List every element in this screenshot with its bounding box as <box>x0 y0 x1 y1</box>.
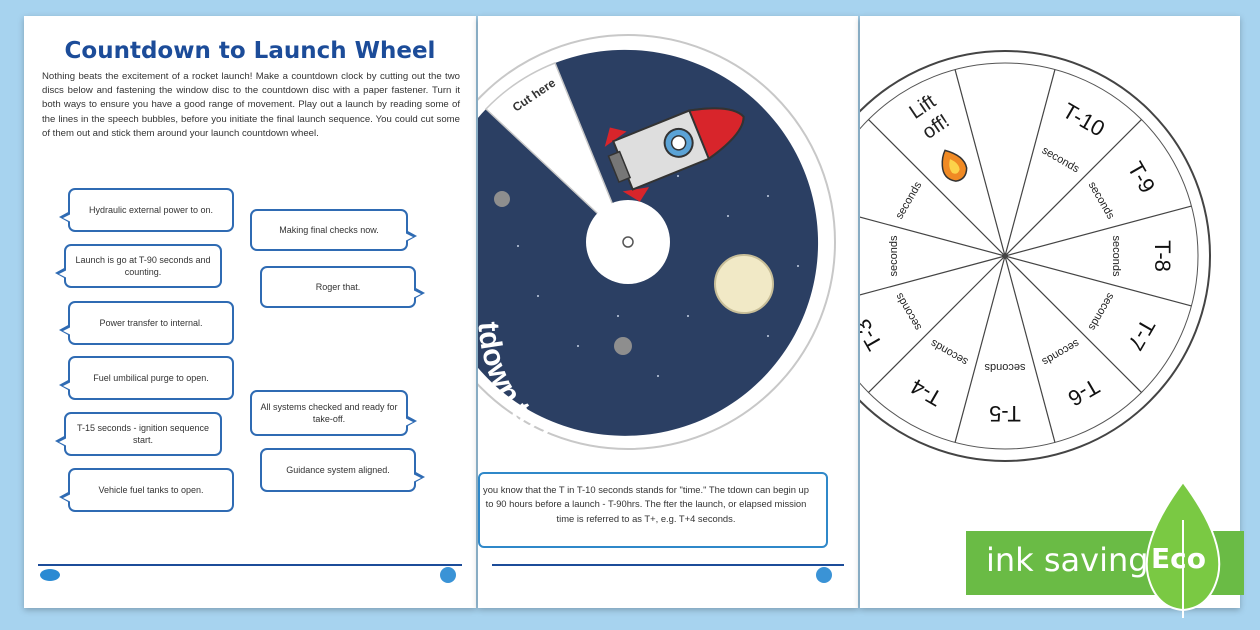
segment-divider <box>1004 255 1142 393</box>
countdown-segment: T-5 seconds <box>984 361 1025 426</box>
twinkl-logo-icon <box>40 569 60 581</box>
intro-text: Nothing beats the excitement of a rocket… <box>42 71 460 139</box>
countdown-segment: T-8 seconds <box>1110 236 1175 277</box>
speech-bubble: Power transfer to internal. <box>59 301 234 345</box>
segment-divider <box>1004 69 1056 257</box>
segment-divider <box>1004 119 1142 257</box>
rocket-icon <box>604 107 745 202</box>
countdown-time-label: T-8 <box>1150 240 1175 272</box>
cut-window <box>484 62 629 243</box>
window-disc-page: tdown to Launch Wheel Cut here you know … <box>478 16 858 608</box>
speech-bubble: Hydraulic external power to on. <box>59 188 234 232</box>
segment-divider <box>1004 205 1192 257</box>
seconds-label: seconds <box>1110 236 1122 277</box>
badge-icon <box>440 567 456 583</box>
segment-dividers <box>860 69 1192 443</box>
segment-divider <box>1004 255 1056 443</box>
seconds-label: seconds <box>984 361 1025 373</box>
eco-leaf-icon <box>1145 480 1221 618</box>
centre-point <box>1002 253 1008 259</box>
segment-divider <box>954 69 1006 257</box>
footer-divider <box>492 564 844 566</box>
fact-box: you know that the T in T-10 seconds stan… <box>478 472 828 548</box>
segment-divider <box>868 119 1006 257</box>
eco-label: Eco <box>1151 542 1206 575</box>
segment-divider <box>860 216 1006 257</box>
speech-bubble: Vehicle fuel tanks to open. <box>59 468 234 512</box>
speech-bubble: T-15 seconds - ignition sequence start. <box>55 412 222 456</box>
flame-icon <box>941 149 968 182</box>
speech-bubble: Fuel umbilical purge to open. <box>59 356 234 400</box>
segment-divider <box>868 255 1006 393</box>
badge-icon <box>816 567 832 583</box>
speech-bubble: Making final checks now. <box>250 209 417 251</box>
speech-bubble: All systems checked and ready for take-o… <box>250 390 417 436</box>
moon-icon <box>714 254 774 314</box>
page-title: Countdown to Launch Wheel <box>64 38 436 64</box>
speech-bubble: Launch is go at T-90 seconds and countin… <box>55 244 222 288</box>
asteroid-icon <box>494 191 510 207</box>
fastener-hole <box>622 236 634 248</box>
window-disc-graphic: tdown to Launch Wheel Cut here <box>478 34 836 485</box>
ink-saving-label: ink saving <box>986 541 1149 579</box>
speech-bubble: Roger that. <box>260 266 425 308</box>
countdown-time-label: T-5 <box>989 401 1021 426</box>
segment-divider <box>860 255 1006 296</box>
seconds-label: seconds <box>888 235 900 276</box>
worksheet-page: Countdown to Launch Wheel Nothing beats … <box>24 16 476 608</box>
asteroid-icon <box>614 337 632 355</box>
segment-divider <box>954 255 1006 443</box>
segment-divider <box>1004 255 1192 307</box>
speech-bubble: Guidance system aligned. <box>260 448 425 492</box>
footer-divider <box>38 564 462 566</box>
